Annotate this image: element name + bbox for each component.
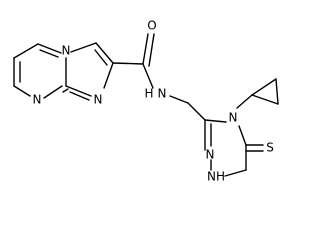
atom-n4-triazole: N [229, 111, 238, 125]
bond [169, 95, 189, 104]
bond [43, 85, 63, 99]
bond [94, 49, 108, 66]
atom-o-carbonyl: O [147, 19, 156, 33]
atom-n2-triazole: N [206, 148, 215, 162]
atom-n1h-triazole: NH [207, 170, 225, 184]
molecule-structure: N N N O H N N N NH S [13, 19, 279, 184]
bond [95, 42, 114, 64]
bond [236, 94, 253, 109]
bond [187, 102, 206, 121]
bonds [13, 33, 279, 177]
bond [65, 85, 92, 97]
bond [13, 43, 39, 59]
bond [204, 119, 227, 123]
bond [142, 63, 154, 89]
bond [142, 33, 149, 65]
bond [39, 49, 59, 58]
bond [112, 62, 144, 65]
bond [224, 169, 247, 177]
bond [62, 88, 69, 93]
atom-n-pyrimidine: N [33, 93, 42, 107]
bond [251, 94, 279, 105]
atom-n-amide: N [158, 87, 167, 101]
bond [13, 85, 31, 97]
bond [238, 125, 247, 146]
bond [148, 33, 155, 67]
bond [103, 62, 114, 89]
bond [69, 91, 90, 101]
atom-n-imidazole: N [94, 93, 103, 107]
bond [251, 78, 277, 96]
bond [70, 42, 97, 53]
atom-n-bridge: N [62, 44, 71, 58]
atom-h-amide: H [144, 87, 153, 101]
bond [37, 43, 62, 54]
atom-labels: N N N O H N N N NH S [33, 19, 274, 184]
bond [275, 78, 279, 105]
atom-s-thione: S [266, 141, 274, 155]
